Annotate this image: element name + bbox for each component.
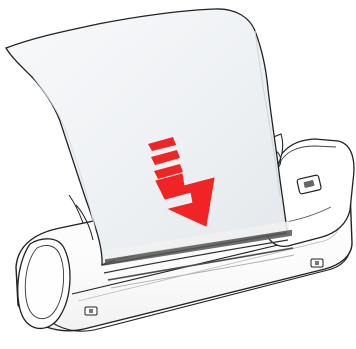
paper-sheet [6,9,287,265]
